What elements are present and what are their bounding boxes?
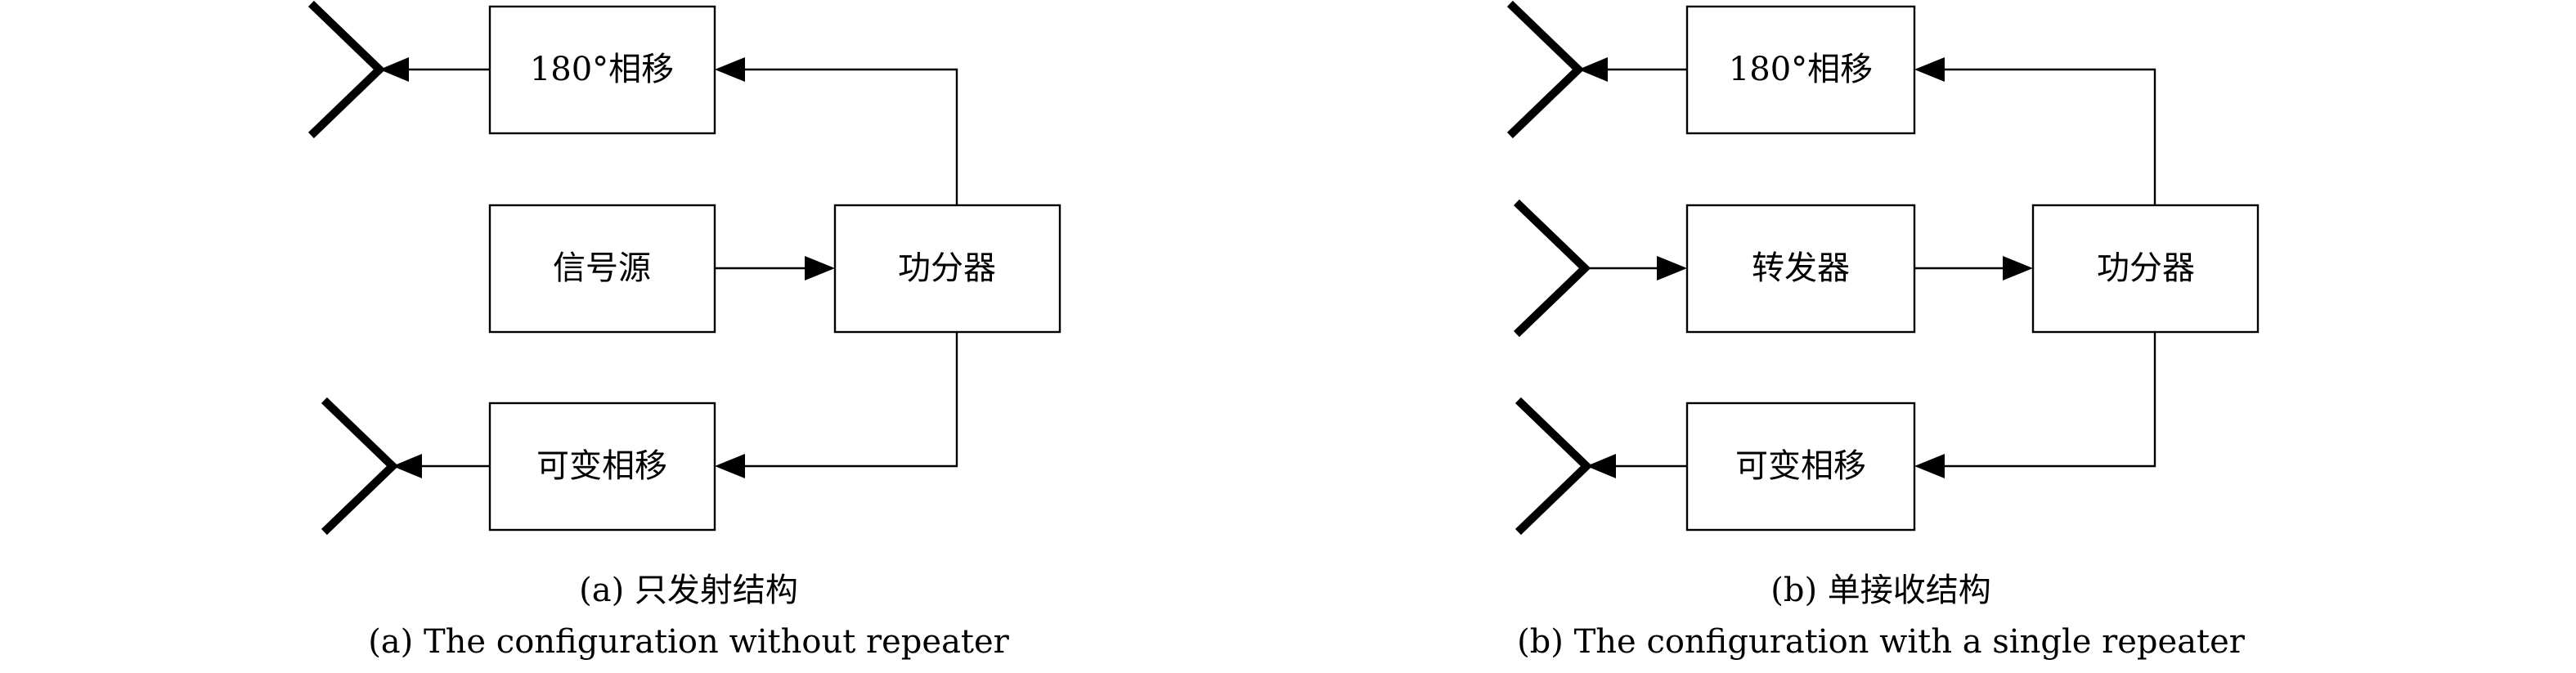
- panel-a-power-divider-label: 功分器: [898, 249, 996, 287]
- panel-a-signal-source-label: 信号源: [553, 249, 651, 287]
- panel-b-bottom-antenna-icon: [1515, 397, 1593, 536]
- panel-b-varphase-to-antenna-wire: [1586, 454, 1687, 478]
- panel-b-repeater-label: 转发器: [1752, 249, 1850, 287]
- panel-b-middle-antenna-icon: [1513, 199, 1591, 338]
- panel-a-divider-to-varphase-wire: [715, 332, 958, 478]
- panel-a-caption-en: (a) The configuration without repeater: [368, 623, 1009, 661]
- panel-b-divider-to-varphase-wire: [1914, 332, 2156, 478]
- panel-a-top-antenna-icon: [307, 0, 386, 139]
- panel-b-caption-en: (b) The configuration with a single repe…: [1517, 623, 2246, 661]
- panel-b-power-divider-label: 功分器: [2097, 249, 2195, 287]
- panel-b-phase-180-label: 180°相移: [1729, 51, 1873, 88]
- panel-a-bottom-antenna-icon: [321, 397, 399, 536]
- panel-a-phase-180-label: 180°相移: [530, 51, 674, 88]
- panel-b-divider-to-phase180-wire: [1914, 57, 2156, 205]
- panel-a-source-to-divider-wire: [715, 256, 835, 280]
- panel-b-caption-cn: (b) 单接收结构: [1770, 572, 1991, 609]
- panel-a-varphase-to-antenna-wire: [393, 454, 490, 478]
- panel-b: 180°相移 转发器 功分器 可变相移: [1506, 0, 2260, 661]
- panel-b-repeater-block: 转发器: [1685, 204, 1916, 334]
- panel-b-top-antenna-icon: [1506, 0, 1585, 139]
- panel-a-phase180-to-antenna-wire: [379, 57, 490, 82]
- panel-a: 180°相移 信号源 功分器 可变相移: [307, 0, 1061, 661]
- panel-b-antenna-to-repeater-wire: [1585, 256, 1687, 280]
- panel-a-caption-cn: (a) 只发射结构: [579, 572, 798, 609]
- panel-b-variable-phase-label: 可变相移: [1735, 447, 1866, 485]
- panel-b-phase-180-block: 180°相移: [1685, 5, 1916, 135]
- panel-a-phase-180-block: 180°相移: [488, 5, 716, 135]
- panel-b-phase180-to-antenna-wire: [1578, 57, 1687, 82]
- panel-a-power-divider-block: 功分器: [833, 204, 1061, 334]
- panel-b-power-divider-block: 功分器: [2031, 204, 2260, 334]
- panel-a-variable-phase-label: 可变相移: [536, 447, 667, 485]
- panel-b-repeater-to-divider-wire: [1914, 256, 2033, 280]
- panel-b-variable-phase-block: 可变相移: [1685, 402, 1916, 532]
- panel-a-divider-to-phase180-wire: [715, 57, 958, 205]
- panel-a-variable-phase-block: 可变相移: [488, 402, 716, 532]
- panel-a-signal-source-block: 信号源: [488, 204, 716, 334]
